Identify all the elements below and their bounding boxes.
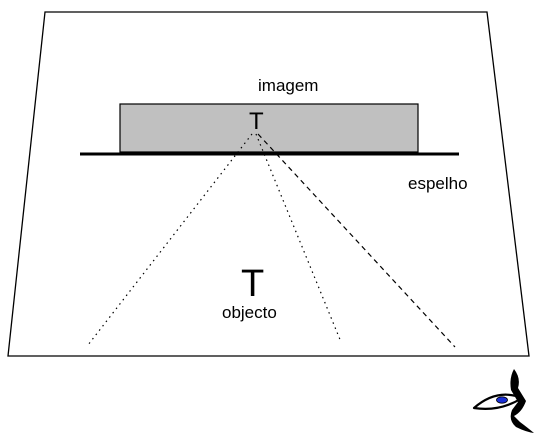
image-box xyxy=(119,103,419,153)
eye-iris xyxy=(496,396,508,404)
sight-line-left xyxy=(87,133,253,346)
image-letter: T xyxy=(249,108,264,135)
floor-plane xyxy=(7,11,530,357)
object-label: objecto xyxy=(222,303,277,322)
mirror-label: espelho xyxy=(408,174,468,193)
sight-line-center xyxy=(255,133,342,343)
eye-icon xyxy=(472,369,534,433)
object-letter: T xyxy=(241,263,264,305)
image-label: imagem xyxy=(258,76,318,95)
sight-line-viewer xyxy=(257,133,456,348)
